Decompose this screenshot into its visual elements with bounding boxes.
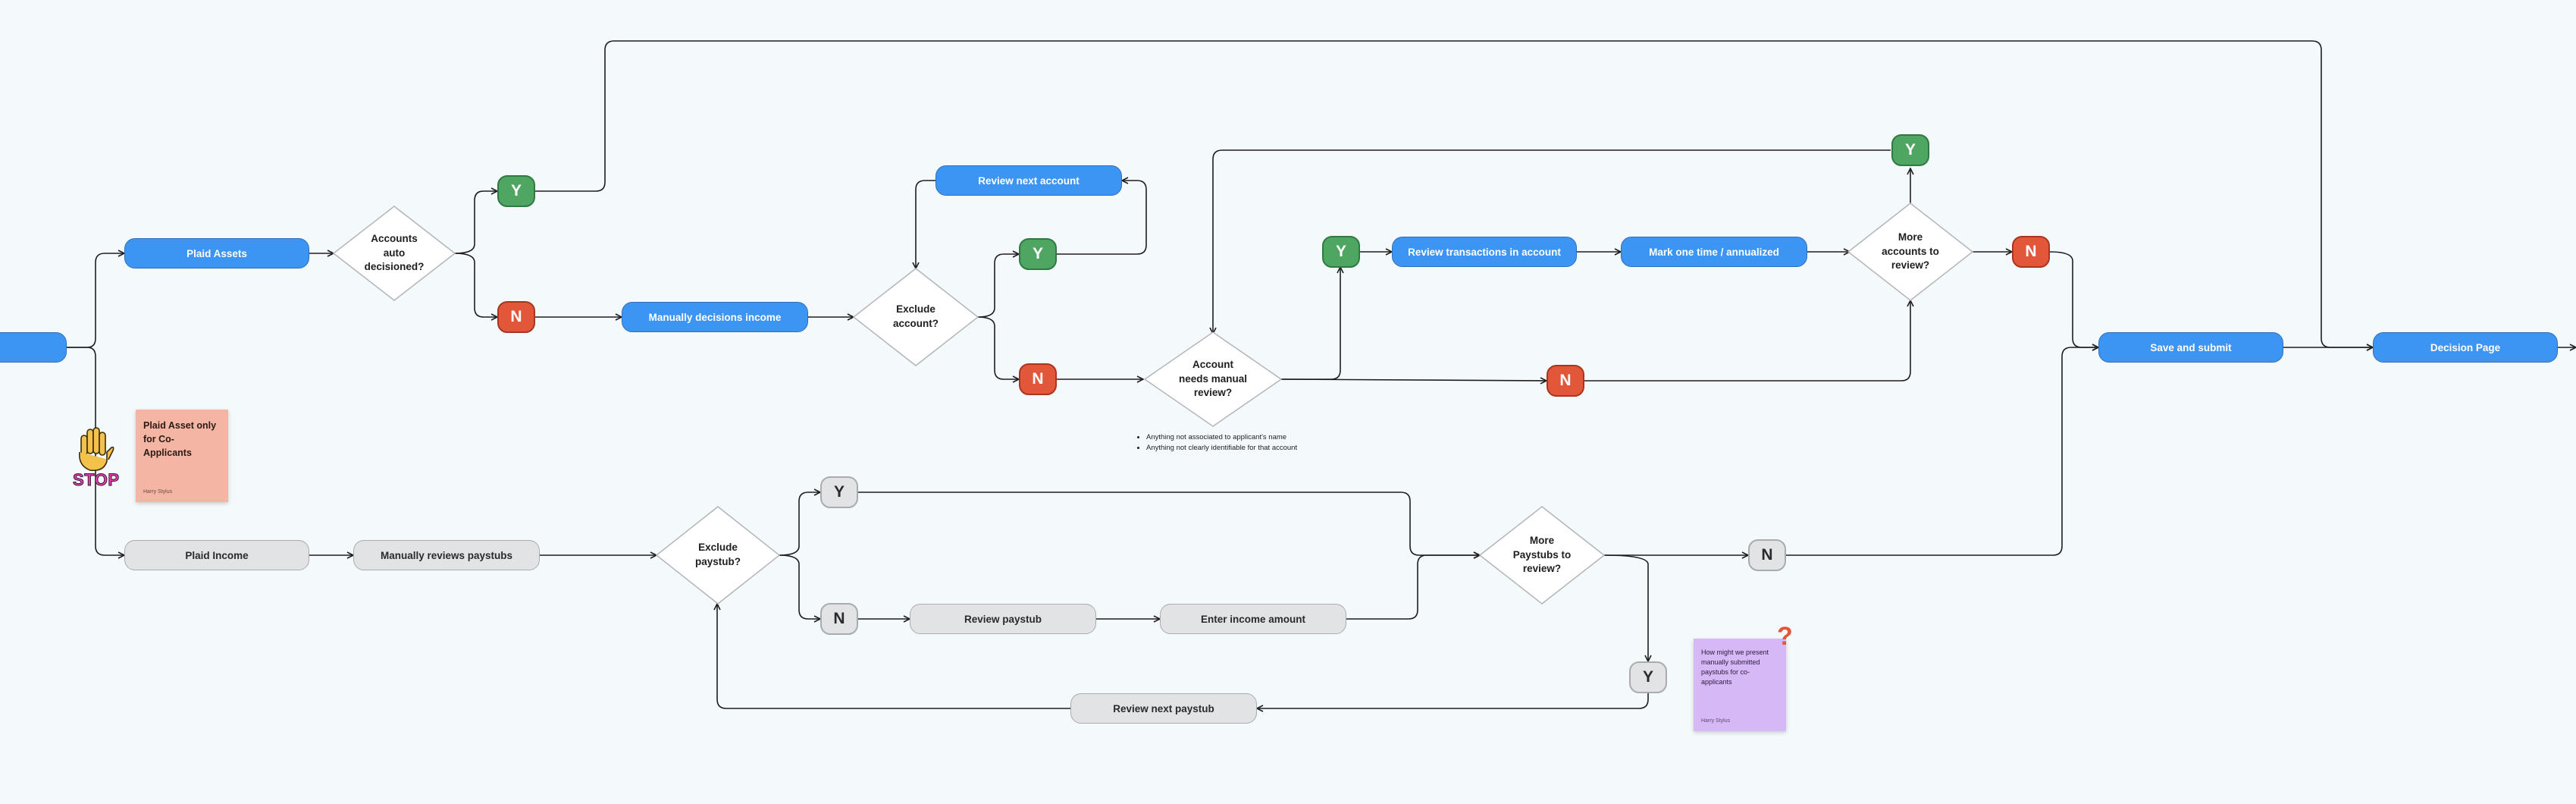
plaid-assets-node[interactable]: Plaid Assets xyxy=(124,238,309,269)
connector-manual-review-to-no xyxy=(1280,379,1547,381)
connector-paystub-yes-to-more xyxy=(858,492,1480,555)
review-paystub-node[interactable]: Review paystub xyxy=(910,604,1096,634)
no-badge-exclude-paystub[interactable]: N xyxy=(820,603,858,635)
connector-manual-review-to-yes xyxy=(1281,267,1340,380)
yes-badge-exclude-paystub[interactable]: Y xyxy=(820,476,858,508)
sticky-note-author: Harry Stylus xyxy=(143,489,173,495)
connector-review-next-paystub-to-exclude xyxy=(717,604,1070,709)
no-badge-exclude-account[interactable]: N xyxy=(1019,363,1057,395)
manual-review-criteria-notes: Anything not associated to applicant's n… xyxy=(1136,432,1297,454)
connector-more-paystubs-to-yes xyxy=(1603,554,1648,661)
no-badge-more-accounts[interactable]: N xyxy=(2012,236,2050,268)
connector-review-next-to-exclude xyxy=(916,180,935,269)
sticky-note-text: How might we present manually submitted … xyxy=(1701,649,1769,686)
plaid-income-node[interactable]: Plaid Income xyxy=(124,540,309,570)
question-mark-sticker: ? xyxy=(1777,622,1793,651)
review-next-paystub-node[interactable]: Review next paystub xyxy=(1070,693,1257,724)
decision-exclude-account[interactable]: Exclude account? xyxy=(892,303,939,329)
no-badge-more-paystubs[interactable]: N xyxy=(1748,539,1786,571)
decision-exclude-account-shape xyxy=(852,268,979,366)
no-badge-auto-decisioned[interactable]: N xyxy=(497,301,535,333)
flow-start-node[interactable] xyxy=(0,332,67,363)
connector-exclude-to-no xyxy=(977,316,1019,379)
save-and-submit-node[interactable]: Save and submit xyxy=(2098,332,2283,363)
manually-decisions-income-node[interactable]: Manually decisions income xyxy=(622,302,808,332)
connector-exclude-paystub-to-yes xyxy=(779,492,820,556)
manual-review-criteria-item: Anything not clearly identifiable for th… xyxy=(1146,443,1297,454)
sticky-note-author: Harry Stylus xyxy=(1701,718,1731,724)
decision-exclude-paystub-shape xyxy=(655,506,781,605)
connector-paystub-yes-to-review-next xyxy=(1257,693,1649,708)
manual-review-criteria-item: Anything not associated to applicant's n… xyxy=(1146,432,1297,443)
decision-accounts-auto-decisioned-shape xyxy=(332,206,456,301)
connector-auto-decision-to-no xyxy=(454,253,497,317)
decision-account-manual-review-shape xyxy=(1143,331,1283,427)
connector-more-accounts-no-to-save xyxy=(2049,251,2098,347)
connector-auto-decision-to-yes xyxy=(454,191,497,254)
decision-account-needs-manual-review[interactable]: Account needs manual review? xyxy=(1178,358,1248,399)
review-next-account-node[interactable]: Review next account xyxy=(935,165,1122,196)
sticky-note-text: Plaid Asset only for Co- Applicants xyxy=(143,420,217,459)
sticky-note-paystubs-question[interactable]: How might we present manually submitted … xyxy=(1694,639,1786,731)
no-badge-manual-review[interactable]: N xyxy=(1547,365,1584,397)
connector-exclude-yes-to-review-next xyxy=(1057,181,1147,255)
connector-paystub-no-to-save xyxy=(1786,347,2098,556)
connector-more-accounts-yes-to-manual-review xyxy=(1213,149,1891,334)
decision-exclude-paystub[interactable]: Exclude paystub? xyxy=(694,542,741,567)
decision-accounts-auto-decisioned[interactable]: Accounts auto decisioned? xyxy=(364,232,425,273)
manually-reviews-paystubs-node[interactable]: Manually reviews paystubs xyxy=(353,540,540,570)
connector-exclude-paystub-to-no xyxy=(779,554,820,619)
connector-auto-yes-to-decision-page xyxy=(535,40,2373,347)
stop-sticker: STOP xyxy=(73,470,120,490)
decision-more-accounts-to-review[interactable]: More accounts to review? xyxy=(1882,231,1939,272)
decision-more-paystubs-shape xyxy=(1478,506,1606,605)
connector-start-to-plaid-assets xyxy=(67,253,124,348)
yes-badge-more-paystubs[interactable]: Y xyxy=(1629,661,1667,693)
yes-badge-manual-review[interactable]: Y xyxy=(1322,236,1360,268)
decision-more-accounts-shape xyxy=(1847,203,1974,301)
raised-hand-icon xyxy=(78,427,114,472)
connector-exclude-to-yes xyxy=(977,254,1019,318)
connector-no-to-more-accounts xyxy=(1584,300,1910,382)
mark-one-time-node[interactable]: Mark one time / annualized xyxy=(1621,237,1807,267)
sticky-note-plaid-asset-only[interactable]: Plaid Asset only for Co- Applicants Harr… xyxy=(136,410,228,502)
yes-badge-more-accounts[interactable]: Y xyxy=(1891,134,1929,166)
connector-enter-income-to-more xyxy=(1346,555,1480,620)
enter-income-amount-node[interactable]: Enter income amount xyxy=(1160,604,1346,634)
decision-more-paystubs-to-review[interactable]: More Paystubs to review? xyxy=(1512,534,1572,575)
decision-page-node[interactable]: Decision Page xyxy=(2373,332,2558,363)
yes-badge-auto-decisioned[interactable]: Y xyxy=(497,175,535,207)
review-transactions-node[interactable]: Review transactions in account xyxy=(1392,237,1577,267)
yes-badge-exclude-account[interactable]: Y xyxy=(1019,238,1057,270)
